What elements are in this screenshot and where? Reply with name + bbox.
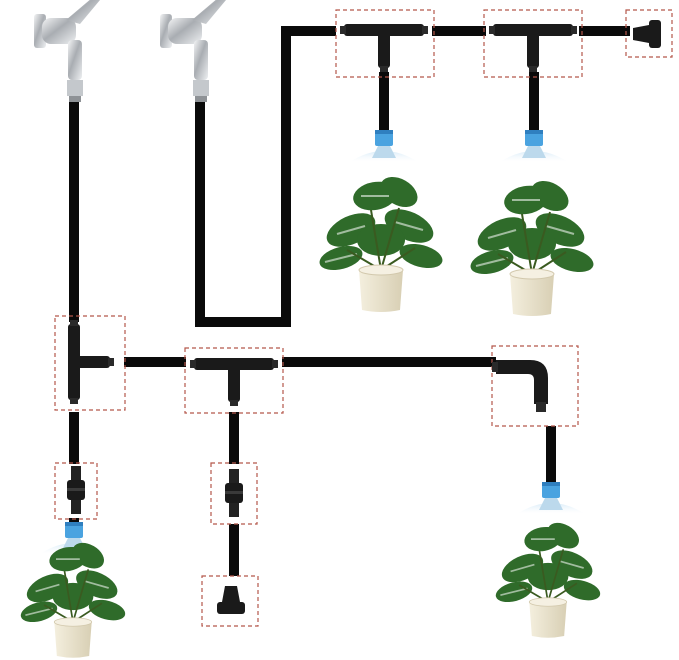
highlight-box bbox=[483, 9, 583, 78]
straight-connector-icon bbox=[67, 466, 85, 514]
highlight-box bbox=[491, 345, 579, 427]
tee-connector-icon bbox=[190, 358, 278, 406]
straight-connector-icon bbox=[225, 469, 243, 517]
sprinkler-icon bbox=[517, 482, 585, 514]
potted-plant-icon bbox=[17, 536, 129, 659]
tee-connector-icon bbox=[340, 24, 428, 72]
tube-right-faucet-route bbox=[195, 26, 336, 327]
highlight-box bbox=[625, 9, 673, 58]
sprinkler-icon bbox=[500, 130, 568, 162]
highlight-box bbox=[201, 575, 259, 627]
potted-plant-icon bbox=[492, 516, 604, 639]
faucet-icon bbox=[160, 0, 226, 102]
tee-connector-icon bbox=[489, 24, 577, 72]
sprinkler-icon bbox=[350, 130, 418, 162]
potted-plant-icon bbox=[315, 169, 447, 313]
elbow-connector-icon bbox=[492, 360, 548, 412]
end-plug-icon bbox=[633, 20, 661, 48]
highlight-box bbox=[184, 347, 284, 414]
potted-plant-icon bbox=[466, 173, 598, 317]
highlight-box bbox=[54, 315, 126, 411]
highlight-box bbox=[54, 462, 98, 520]
end-plug-icon bbox=[217, 586, 245, 614]
tubing bbox=[69, 26, 630, 576]
tee-connector-icon bbox=[68, 320, 114, 404]
faucet-icon bbox=[34, 0, 100, 102]
highlight-box bbox=[335, 9, 435, 78]
highlight-box bbox=[210, 462, 258, 525]
